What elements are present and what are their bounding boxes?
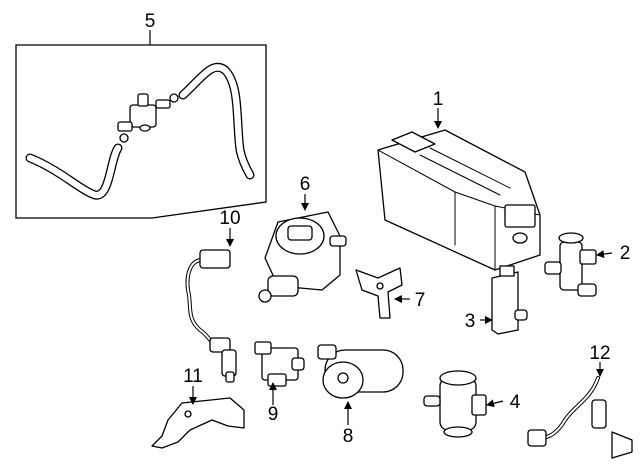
part-5-hose-assembly: [15, 30, 267, 219]
callout-4: 4: [510, 392, 521, 413]
callout-11: 11: [183, 366, 203, 387]
callout-2: 2: [620, 243, 631, 264]
part-10-oxygen-sensor: [185, 228, 237, 383]
part-6-actuator: [258, 194, 347, 303]
callout-9: 9: [268, 404, 279, 425]
part-3-bracket: [480, 265, 528, 335]
part-8-solenoid: [317, 344, 404, 425]
callout-6: 6: [300, 174, 311, 195]
part-11-bracket: [151, 386, 245, 449]
callout-7: 7: [415, 290, 426, 311]
part-7-bracket: [355, 267, 410, 319]
part-9-sensor: [254, 341, 305, 405]
callout-1: 1: [433, 89, 444, 110]
callout-3: 3: [465, 311, 476, 332]
callout-12: 12: [589, 343, 610, 364]
callout-8: 8: [343, 426, 354, 447]
part-1-canister: [377, 108, 541, 271]
part-4-filter: [423, 370, 504, 438]
callout-5: 5: [145, 11, 156, 32]
part-2-valve: [544, 232, 613, 297]
part-12-oxygen-sensor: [527, 362, 633, 459]
callout-10: 10: [219, 208, 240, 229]
